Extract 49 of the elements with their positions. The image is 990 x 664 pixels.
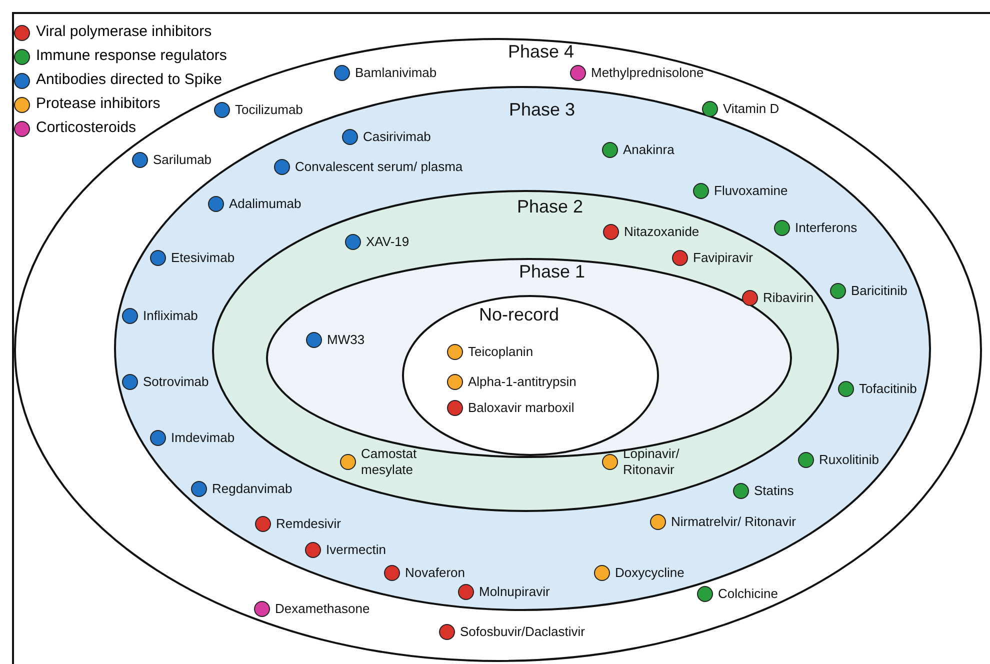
drug-name: Etesivimab — [171, 250, 235, 266]
legend-text: Viral polymerase inhibitors — [36, 23, 212, 40]
drug-name: Sarilumab — [153, 152, 212, 168]
drug-name: Statins — [754, 483, 794, 499]
drug-name: Regdanvimab — [212, 481, 292, 497]
drug-name: Anakinra — [623, 142, 674, 158]
drug-name: Bamlanivimab — [355, 65, 437, 81]
drug-name: Sotrovimab — [143, 374, 209, 390]
drug-name: Ribavirin — [763, 290, 814, 306]
phase-title: Phase 2 — [516, 196, 584, 218]
drug-name: Dexamethasone — [275, 601, 370, 617]
drug-name: Nitazoxanide — [624, 224, 700, 240]
drug-name: Ivermectin — [326, 542, 386, 558]
legend-text: Antibodies directed to Spike — [36, 71, 222, 88]
drug-name: Favipiravir — [693, 250, 753, 266]
phase-title: Phase 3 — [508, 100, 576, 120]
phase-title: No-record — [478, 304, 560, 326]
drug-name: Colchicine — [718, 586, 778, 602]
drug-name: Ruxolitinib — [819, 452, 879, 468]
drug-name: Remdesivir — [276, 516, 342, 532]
drug-name: Casirivimab — [363, 129, 431, 145]
drug-name: Lopinavir/ Ritonavir — [623, 446, 680, 478]
drug-name: Doxycycline — [615, 565, 684, 581]
drug-name: Adalimumab — [229, 196, 302, 212]
drug-name: Infliximab — [143, 308, 198, 324]
legend-text: Protease inhibitors — [36, 95, 160, 112]
drug-name: Molnupiravir — [479, 584, 550, 600]
drug-name: Nirmatrelvir/ Ritonavir — [671, 514, 796, 530]
phase-title: Phase 1 — [518, 262, 586, 282]
drug-name: Convalescent serum/ plasma — [295, 159, 463, 175]
drug-name: XAV-19 — [366, 234, 410, 250]
drug-name: Novaferon — [405, 565, 465, 581]
legend-text: Immune response regulators — [36, 47, 227, 64]
drug-name: Tofacitinib — [859, 381, 917, 397]
drug-name: MW33 — [327, 332, 365, 348]
drug-name: Camostat mesylate — [361, 446, 418, 478]
drug-name: Sofosbuvir/Daclastivir — [460, 624, 585, 640]
drug-name: Vitamin D — [723, 101, 780, 117]
drug-name: Tocilizumab — [235, 102, 303, 118]
legend-text: Corticosteroids — [36, 119, 136, 136]
phase-title: Phase 4 — [508, 42, 574, 62]
drug-name: Baloxavir marboxil — [468, 400, 574, 416]
drug-name: Methylprednisolone — [591, 65, 704, 81]
drug-name: Interferons — [795, 220, 858, 236]
drug-name: Imdevimab — [171, 430, 235, 446]
drug-name: Fluvoxamine — [714, 183, 788, 199]
drug-name: Baricitinib — [851, 283, 908, 299]
drug-name: Teicoplanin — [468, 344, 534, 360]
drug-name: Alpha-1-antitrypsin — [468, 374, 576, 390]
